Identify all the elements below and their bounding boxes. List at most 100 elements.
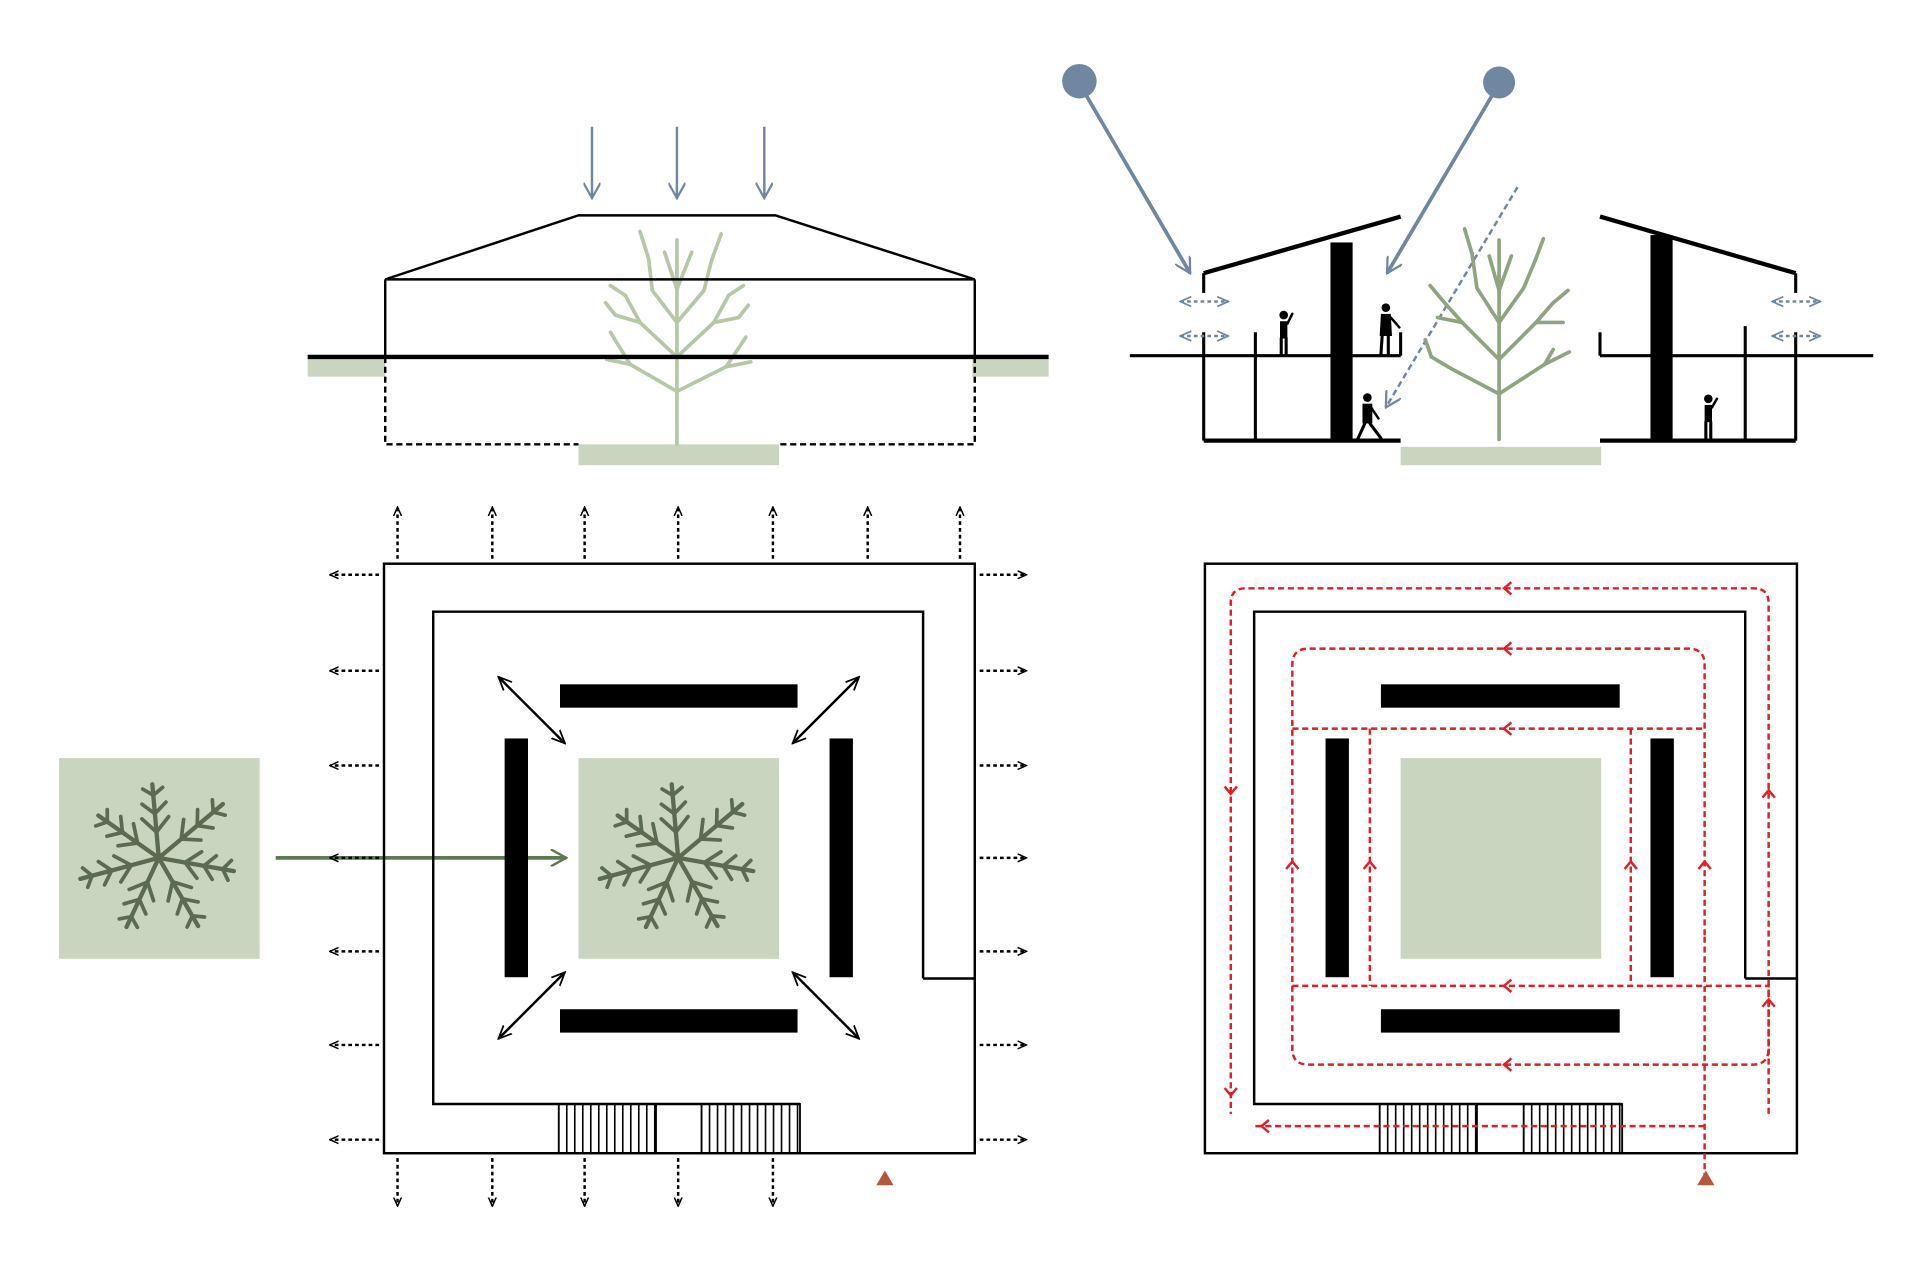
wall-bar-top: [1380, 684, 1620, 708]
tree-plan-twig: [140, 817, 159, 834]
roof-left: [1203, 214, 1402, 276]
tree-plan-twig: [638, 814, 644, 835]
tree-plan-twig: [709, 913, 726, 919]
wall-bar-bottom: [1380, 1009, 1620, 1033]
stair-icon: [557, 1103, 801, 1155]
circulation-path-icon: [1229, 587, 1770, 1180]
tree-plan-twig: [140, 787, 156, 798]
circulation-arrow-icon: [1502, 1057, 1513, 1072]
tree-plan-twig: [195, 823, 215, 830]
tree-plan-twig: [137, 897, 148, 916]
tree-plan-twig: [605, 873, 614, 890]
tree-plan-icon: [78, 782, 237, 930]
tree-plan-twig: [631, 854, 653, 868]
circulation-arrow-icon: [1223, 1087, 1238, 1098]
tree-plan-twig: [641, 897, 661, 906]
circulation-arrow-icon: [1623, 859, 1638, 870]
circulation-arrow-icon: [1761, 997, 1776, 1008]
tree-plan-twig: [170, 879, 194, 890]
wall-bar-top: [560, 684, 798, 708]
tree-plan-twig: [166, 879, 175, 903]
circulation-arrow-icon: [1697, 859, 1712, 870]
person-icon: [1356, 393, 1383, 441]
tree-plan-twig: [600, 866, 614, 878]
tree-plan-twig: [190, 913, 207, 919]
plan-circulation-panel: [1203, 562, 1799, 1186]
person-icon: [1279, 310, 1294, 356]
circulation-arrow-icon: [1223, 785, 1238, 796]
plan-ventilation-panel: [59, 507, 1026, 1206]
tree-plan-twig: [730, 810, 747, 818]
tree-plan-twig: [131, 821, 140, 845]
ground-patch-right: [972, 356, 1049, 377]
courtyard-ground: [1400, 446, 1602, 466]
entrance-marker-icon: [876, 1170, 894, 1186]
tree-plan-twig: [651, 821, 659, 845]
tree-plan-twig: [721, 863, 734, 882]
sun-ray-icon: [1077, 82, 1192, 274]
tree-plan-twig: [183, 860, 199, 881]
tree-plan-twig: [80, 866, 94, 878]
tree-plan-twig: [117, 914, 134, 921]
tree-plan-twig: [127, 880, 150, 892]
tree-plan-twig: [179, 837, 203, 842]
tree-plan-twig: [220, 867, 230, 883]
sun-ray-diffuse-icon: [1386, 186, 1519, 407]
double-arrow-icon: [793, 972, 859, 1038]
tree-plan-twig: [660, 787, 675, 798]
tree-icon: [603, 229, 753, 447]
tree-plan-twig: [622, 868, 633, 887]
tree-plan-twig: [112, 854, 134, 868]
plan-inner-wall: [1252, 610, 1747, 1106]
section-rainwater-panel: [307, 126, 1049, 466]
tree-plan-twig: [93, 819, 110, 828]
tree-plan-twig: [648, 914, 659, 930]
tree-plan-twig: [624, 830, 644, 839]
tree-plan-twig: [729, 798, 735, 814]
tree-plan-twig: [698, 817, 705, 841]
circulation-arrow-icon: [1362, 859, 1377, 870]
tree-plan-twig: [119, 863, 134, 884]
tree-plan-twig: [636, 914, 653, 921]
tree-plan-twig: [615, 859, 633, 873]
tree-plan-twig: [202, 863, 215, 882]
double-arrow-icon: [793, 677, 859, 743]
tree-plan-twig: [659, 802, 677, 816]
tree-plan-twig: [665, 880, 675, 903]
section-sun-ventilation-panel: [1062, 64, 1874, 466]
tree-plan-twig: [656, 897, 668, 916]
tree-plan-twig: [714, 823, 735, 830]
circulation-arrow-icon: [1502, 978, 1513, 993]
tree-plan-twig: [685, 879, 694, 903]
tree-plan-twig: [670, 785, 684, 798]
tree-plan-twig: [698, 837, 723, 842]
basement-outline: [384, 356, 976, 446]
tree-plan-twig: [740, 867, 750, 883]
roof-right: [1599, 214, 1797, 276]
tree-plan-twig: [740, 858, 753, 871]
circulation-arrow-icon: [1502, 581, 1513, 596]
tree-plan-twig: [96, 859, 114, 873]
tree-plan-twig: [102, 868, 114, 887]
tree-plan-twig: [210, 798, 216, 814]
tree-plan-twig: [175, 896, 185, 916]
tree-plan-twig: [672, 800, 688, 816]
tree-plan-twig: [145, 880, 156, 903]
courtyard-plan: [1400, 758, 1602, 959]
circulation-arrow-icon: [1259, 1119, 1270, 1134]
tree-plan-twig: [613, 819, 629, 828]
tree-plan-twig: [635, 841, 659, 848]
tree-plan-twig: [638, 863, 653, 884]
tree-plan-twig: [704, 913, 714, 929]
wall-bar-left: [504, 738, 528, 978]
tree-plan-twig: [153, 800, 168, 816]
stair-icon: [1378, 1103, 1624, 1155]
wall-bar-bottom: [560, 1009, 798, 1033]
plan-inner-wall: [432, 610, 925, 1106]
tree-plan-twig: [694, 896, 704, 916]
column-left: [1330, 242, 1353, 442]
wall-bar-right: [1650, 738, 1674, 978]
double-arrow-icon: [498, 972, 564, 1038]
